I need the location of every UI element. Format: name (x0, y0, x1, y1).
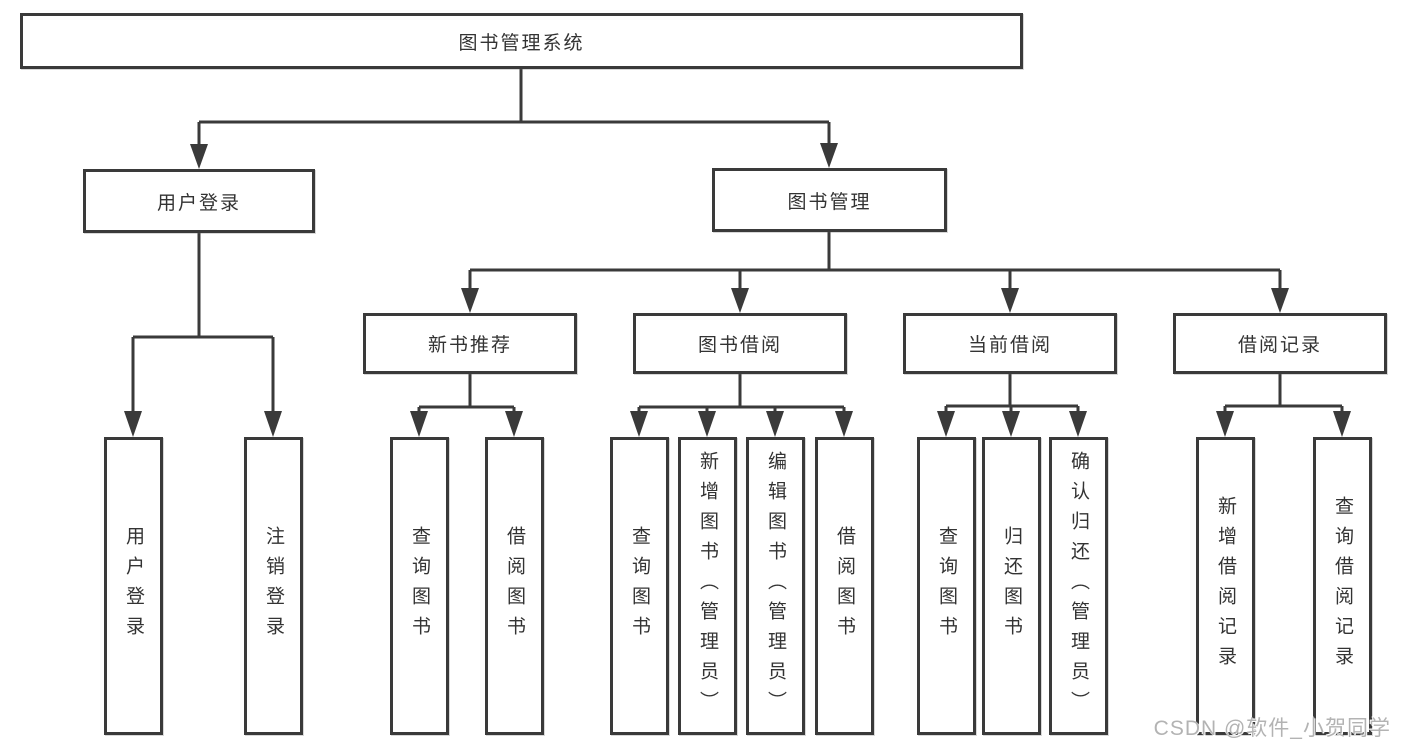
leaf-query-books-current: 查询图书 (917, 437, 976, 735)
leaf-label: 新增图书（管理员） (697, 451, 718, 721)
csdn-watermark: CSDN @软件_小贺同学 (1153, 717, 1391, 740)
node-book-management: 图书管理 (712, 168, 947, 232)
leaf-label: 查询图书 (629, 526, 650, 646)
leaf-query-borrow-record: 查询借阅记录 (1313, 437, 1372, 735)
leaf-label: 查询图书 (409, 526, 430, 646)
node-label: 用户登录 (156, 192, 241, 214)
node-label: 借阅记录 (1237, 335, 1322, 356)
leaf-label: 借阅图书 (834, 526, 855, 646)
leaf-logout: 注销登录 (244, 437, 303, 735)
leaf-add-borrow-record: 新增借阅记录 (1196, 437, 1255, 735)
leaf-label: 查询借阅记录 (1332, 496, 1353, 676)
leaf-add-books-admin: 新增图书（管理员） (678, 437, 737, 735)
leaf-label: 查询图书 (936, 526, 957, 646)
node-borrowing-records: 借阅记录 (1173, 313, 1387, 374)
node-new-book-recommendation: 新书推荐 (363, 313, 577, 374)
node-current-borrowing: 当前借阅 (903, 313, 1117, 374)
leaf-label: 用户登录 (123, 526, 144, 646)
leaf-label: 新增借阅记录 (1215, 496, 1236, 676)
leaf-edit-books-admin: 编辑图书（管理员） (746, 437, 805, 735)
node-label: 新书推荐 (427, 335, 512, 356)
leaf-return-books: 归还图书 (982, 437, 1041, 735)
leaf-label: 编辑图书（管理员） (765, 451, 786, 721)
node-book-borrowing: 图书借阅 (633, 313, 847, 374)
node-label: 图书管理 (787, 191, 872, 213)
leaf-label: 注销登录 (263, 526, 284, 646)
node-library-management-system: 图书管理系统 (20, 13, 1023, 69)
leaf-confirm-return-admin: 确认归还（管理员） (1049, 437, 1108, 735)
leaf-query-books-borrow: 查询图书 (610, 437, 669, 735)
node-label: 当前借阅 (967, 335, 1052, 356)
leaf-label: 归还图书 (1001, 526, 1022, 646)
leaf-user-login: 用户登录 (104, 437, 163, 735)
node-user-login: 用户登录 (83, 169, 315, 233)
leaf-query-books-recommend: 查询图书 (390, 437, 449, 735)
leaf-borrow-books: 借阅图书 (815, 437, 874, 735)
leaf-label: 确认归还（管理员） (1068, 451, 1089, 721)
leaf-label: 借阅图书 (504, 526, 525, 646)
node-label: 图书管理系统 (458, 32, 585, 54)
node-label: 图书借阅 (697, 335, 782, 356)
leaf-borrow-books-recommend: 借阅图书 (485, 437, 544, 735)
